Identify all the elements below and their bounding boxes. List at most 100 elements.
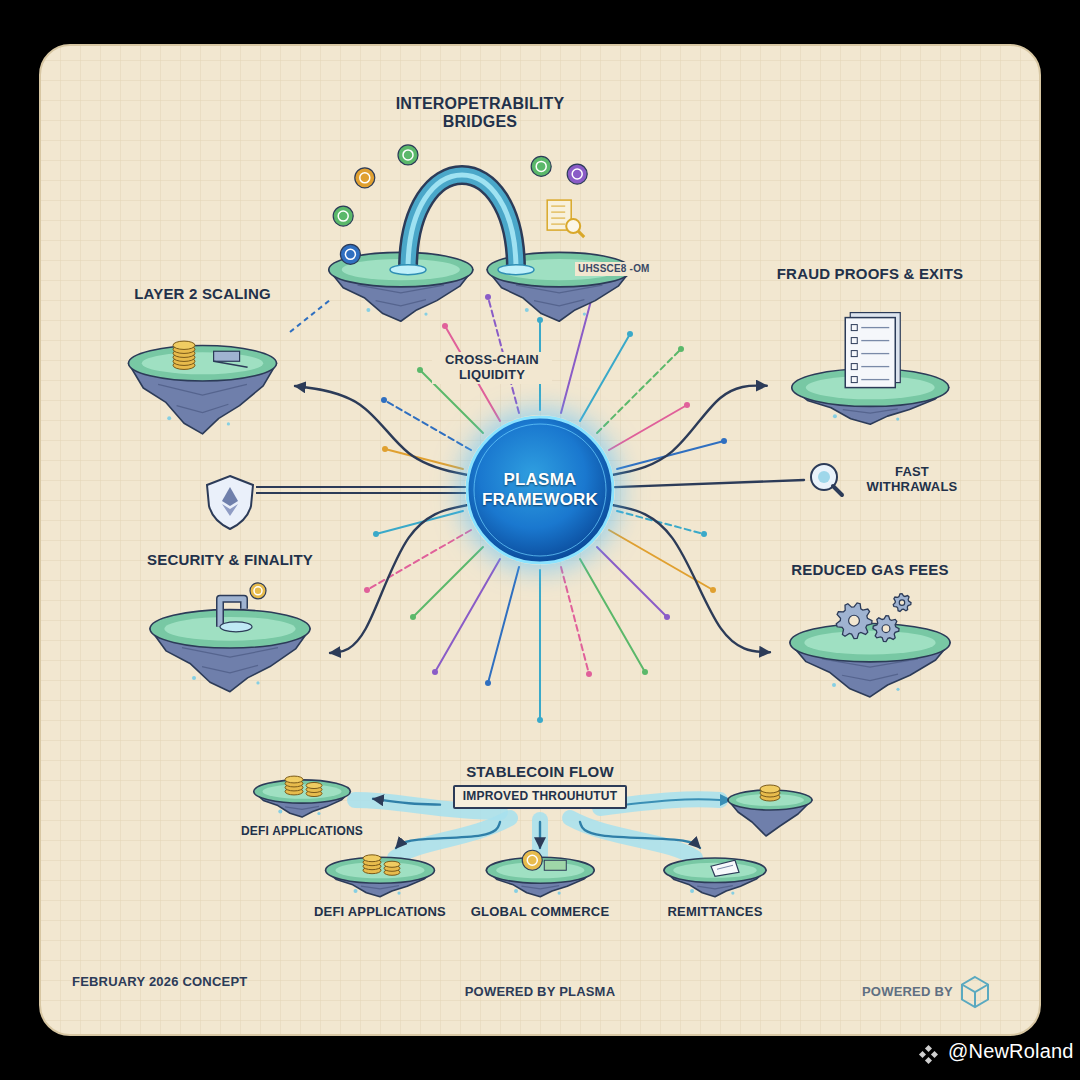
crypto-coin	[360, 173, 370, 183]
ray-lines	[561, 567, 589, 674]
audit-document	[551, 218, 565, 219]
ray-lines	[435, 559, 500, 672]
node-art	[790, 594, 950, 697]
ray-dots	[537, 317, 543, 323]
plasma-logo	[962, 977, 988, 1007]
ray-dots	[364, 587, 370, 593]
water-drip	[317, 812, 320, 815]
node-shape	[770, 558, 970, 703]
watermark-icon	[925, 1045, 932, 1052]
water-drip	[366, 308, 370, 312]
island-grass	[142, 352, 263, 374]
connector-arrow	[330, 505, 467, 653]
rock-strata	[182, 648, 278, 657]
ray-dots	[642, 669, 648, 675]
plasma-logo	[962, 977, 988, 1007]
bridge-arch	[408, 175, 516, 270]
ray-lines	[597, 349, 681, 433]
node-label: PLASMA FRAMEWORK	[481, 470, 599, 509]
gear-icon	[836, 603, 872, 639]
rock-strata	[534, 300, 584, 306]
watermark-icon	[925, 1057, 932, 1064]
ray-lines	[488, 567, 519, 683]
floating-island	[728, 785, 812, 836]
ray-dots	[417, 367, 423, 373]
plasma-logo	[974, 992, 976, 1007]
text-group: STABLECOIN FLOWIMPROVED THROUHUTUT	[453, 763, 627, 809]
checklist-line	[861, 327, 889, 328]
ray-dots	[432, 669, 438, 675]
island-node: DEFI APPLICATIONS	[231, 770, 373, 842]
node-label: FRAUD PROOFS & EXITS	[777, 265, 964, 282]
water-drip	[424, 312, 427, 315]
portal	[498, 265, 534, 275]
node-art	[664, 858, 766, 897]
watermark-icon	[919, 1051, 926, 1058]
node-art	[254, 776, 351, 817]
text-group: REDUCED GAS FEES	[791, 561, 948, 578]
water-drip	[690, 889, 694, 893]
node-art	[326, 855, 435, 897]
crypto-coin	[567, 164, 587, 184]
portal	[390, 265, 426, 275]
ray-dots	[442, 323, 448, 329]
watermark-icon	[931, 1051, 938, 1058]
node-label: STABLECOIN FLOW	[466, 763, 614, 780]
water-drip	[397, 891, 400, 894]
crypto-coin	[340, 244, 360, 264]
connector-arrow	[613, 386, 766, 475]
island-node: DEFI APPLICATIONS	[300, 848, 460, 923]
shield-icon	[222, 504, 238, 516]
stablecoin-stream	[395, 818, 510, 858]
watermark-icon	[919, 1045, 938, 1064]
crypto-coin	[403, 150, 413, 160]
ray-dots	[721, 438, 727, 444]
ray-dots	[537, 717, 543, 723]
island-node: LAYER 2 SCALING	[110, 282, 295, 442]
checklist-box	[851, 351, 857, 357]
ray-dots	[701, 531, 707, 537]
island-node: GLOBAL COMMERCE	[461, 848, 620, 923]
water-drip	[583, 312, 586, 315]
gear-icon	[899, 600, 904, 605]
water-drip	[896, 688, 899, 691]
dashed-link	[290, 300, 330, 332]
coin-stack	[285, 776, 303, 783]
island-top	[129, 346, 277, 382]
coin-stack	[173, 341, 195, 349]
node-label: INTEROPETRABILITY BRIDGES	[385, 95, 575, 132]
ray-lines	[385, 449, 463, 469]
connector-arrow	[613, 505, 770, 652]
checklist-line	[861, 353, 889, 354]
bridge-arch	[408, 175, 516, 270]
plasma-logo	[962, 985, 988, 993]
ray-dots	[678, 346, 684, 352]
tap-basin	[220, 622, 252, 632]
magnifier-icon	[566, 219, 580, 233]
node-art	[150, 583, 310, 692]
flow-label: CROSS-CHAIN LIQUIDITY	[432, 352, 552, 384]
island-grass	[262, 784, 341, 798]
rock-strata	[376, 300, 426, 306]
audit-document	[551, 206, 565, 207]
node-art	[792, 313, 949, 425]
rock-strata	[158, 384, 247, 395]
water-drip	[354, 889, 358, 893]
rock-strata	[521, 886, 559, 889]
text-group: SECURITY & FINALITY	[147, 551, 313, 568]
ray-dots	[485, 294, 491, 300]
checklist-box	[851, 325, 857, 331]
floating-island	[760, 785, 780, 793]
water-drip	[896, 417, 899, 420]
water-drip	[832, 683, 836, 687]
crypto-coin	[572, 169, 582, 179]
island-node: INTEROPETRABILITY BRIDGES	[300, 92, 660, 327]
checklist-line	[861, 340, 889, 341]
gear-icon	[882, 625, 890, 633]
ray-lines	[617, 511, 704, 534]
gear-icon	[873, 616, 899, 642]
water-drip	[557, 891, 560, 894]
water-drip	[256, 681, 259, 684]
double-wire	[256, 487, 470, 493]
